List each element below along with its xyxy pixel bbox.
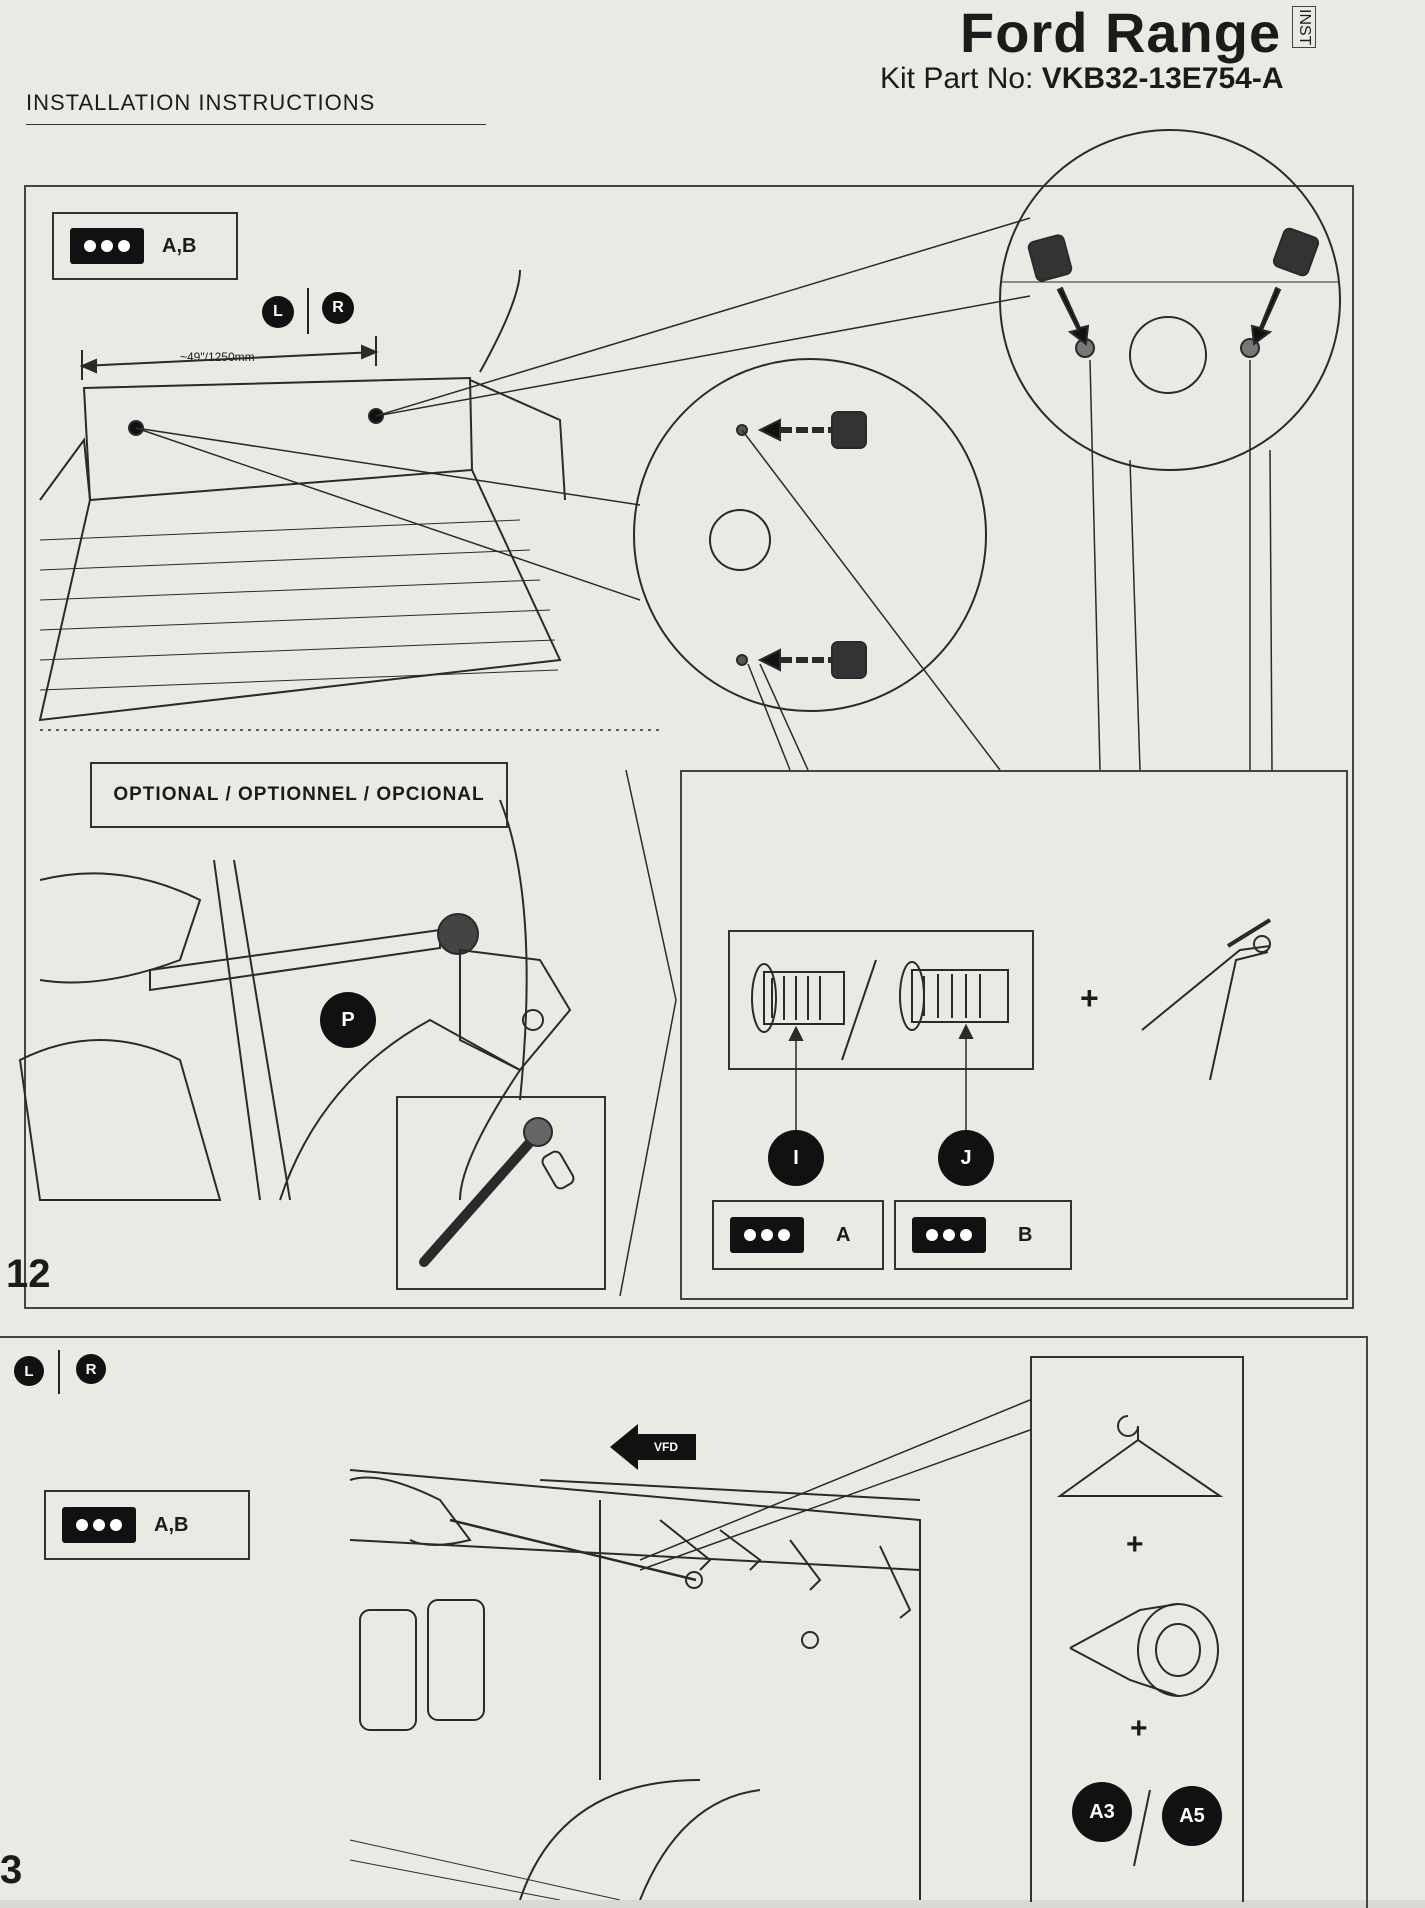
kit-a-label: A bbox=[836, 1223, 851, 1246]
step-number-13: 3 bbox=[0, 1848, 23, 1892]
kit-b-box: B bbox=[894, 1200, 1072, 1270]
kit-a-box: A bbox=[712, 1200, 884, 1270]
ratchet-inset-box bbox=[396, 1096, 606, 1290]
page-title: Ford Range bbox=[960, 1, 1282, 64]
left-side-badge: L bbox=[14, 1356, 44, 1386]
optional-box: OPTIONAL / OPTIONNEL / OPCIONAL bbox=[90, 762, 508, 828]
kit-box-icon bbox=[70, 228, 144, 264]
materials-box bbox=[1030, 1356, 1244, 1902]
parts-label: A,B bbox=[162, 234, 197, 257]
step-13-panel bbox=[0, 1336, 1368, 1908]
step-number-12: 12 bbox=[6, 1252, 51, 1296]
kit-label: Kit Part No: bbox=[880, 62, 1034, 95]
plus-sign: + bbox=[1126, 1528, 1144, 1561]
step-13-parts-box: A,B bbox=[44, 1490, 250, 1560]
insert-badge-i: I bbox=[768, 1130, 824, 1186]
vfd-label: VFD bbox=[636, 1434, 696, 1460]
kit-box-icon bbox=[62, 1507, 136, 1543]
part-badge-a5: A5 bbox=[1162, 1786, 1222, 1846]
kit-part-number: Kit Part No: VKB32-13E754-A bbox=[880, 62, 1284, 96]
section-heading: INSTALLATION INSTRUCTIONS bbox=[26, 90, 376, 115]
heading-rule bbox=[26, 124, 486, 125]
parts-label: A,B bbox=[154, 1513, 189, 1536]
step-12-panel bbox=[24, 185, 1354, 1309]
kit-box-icon bbox=[730, 1217, 804, 1253]
step-12-parts-box: A,B bbox=[52, 212, 238, 280]
side-divider bbox=[58, 1350, 60, 1394]
insert-badge-j: J bbox=[938, 1130, 994, 1186]
kit-box-icon bbox=[912, 1217, 986, 1253]
plus-sign: + bbox=[1130, 1712, 1148, 1745]
kit-b-label: B bbox=[1018, 1223, 1033, 1246]
right-side-badge: R bbox=[322, 292, 354, 324]
tool-badge-p: P bbox=[320, 992, 376, 1048]
side-divider bbox=[307, 288, 309, 334]
vehicle-forward-arrow: VFD bbox=[610, 1424, 696, 1470]
left-side-badge: L bbox=[262, 296, 294, 328]
insert-options-box bbox=[728, 930, 1034, 1070]
kit-number: VKB32-13E754-A bbox=[1041, 62, 1284, 95]
plus-sign: + bbox=[1080, 980, 1099, 1016]
side-tab: INST bbox=[1292, 6, 1316, 49]
rivnut-parts-panel bbox=[680, 770, 1348, 1300]
dimension-label: ~49"/1250mm bbox=[180, 350, 255, 364]
right-side-badge: R bbox=[76, 1354, 106, 1384]
part-badge-a3: A3 bbox=[1072, 1782, 1132, 1842]
